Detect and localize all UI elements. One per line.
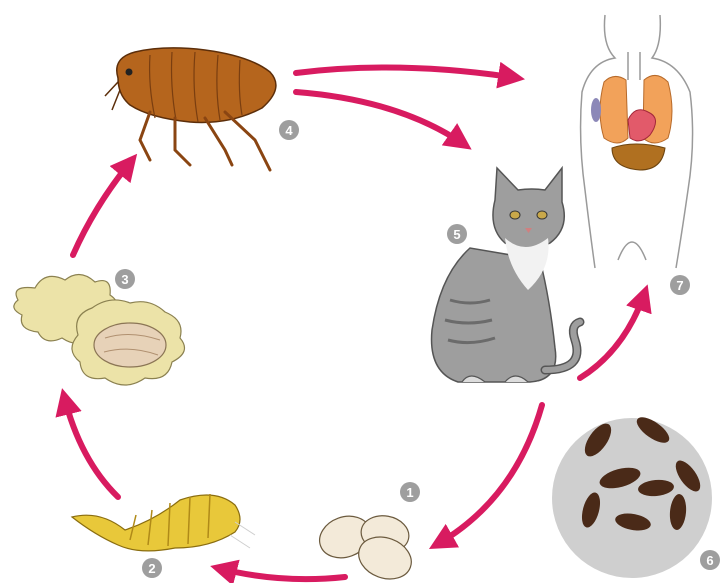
stage-number-3: 3 [121, 272, 128, 287]
human-body-illustration [581, 15, 693, 268]
pupae-illustration [14, 274, 185, 385]
eggs-illustration [314, 509, 417, 583]
arrow-eggs-to-larva [218, 568, 345, 579]
arrow-flea-to-cat [296, 92, 465, 145]
stage-badge-2: 2 [142, 558, 162, 578]
stage-number-7: 7 [676, 278, 683, 293]
stage-number-2: 2 [148, 561, 155, 576]
stage-badge-5: 5 [447, 224, 467, 244]
stage-number-4: 4 [285, 123, 293, 138]
stage-badge-7: 7 [670, 275, 690, 295]
cat-illustration [432, 168, 580, 382]
arrow-pupae-to-flea [73, 160, 132, 255]
flea-illustration [105, 48, 276, 170]
arrow-cat-to-human [580, 292, 645, 378]
stage-badge-3: 3 [115, 269, 135, 289]
larva-illustration [72, 494, 255, 551]
stage-badge-6: 6 [700, 550, 720, 570]
stage-number-6: 6 [706, 553, 713, 568]
arrow-cat-to-eggs [436, 405, 542, 545]
stage-number-5: 5 [453, 227, 460, 242]
stage-badge-1: 1 [400, 482, 420, 502]
stage-number-1: 1 [406, 485, 413, 500]
flea-dirt-magnifier-illustration [552, 413, 712, 578]
stage-badge-4: 4 [279, 120, 299, 140]
arrow-larva-to-pupae [64, 396, 118, 497]
arrow-flea-to-human [296, 68, 517, 78]
